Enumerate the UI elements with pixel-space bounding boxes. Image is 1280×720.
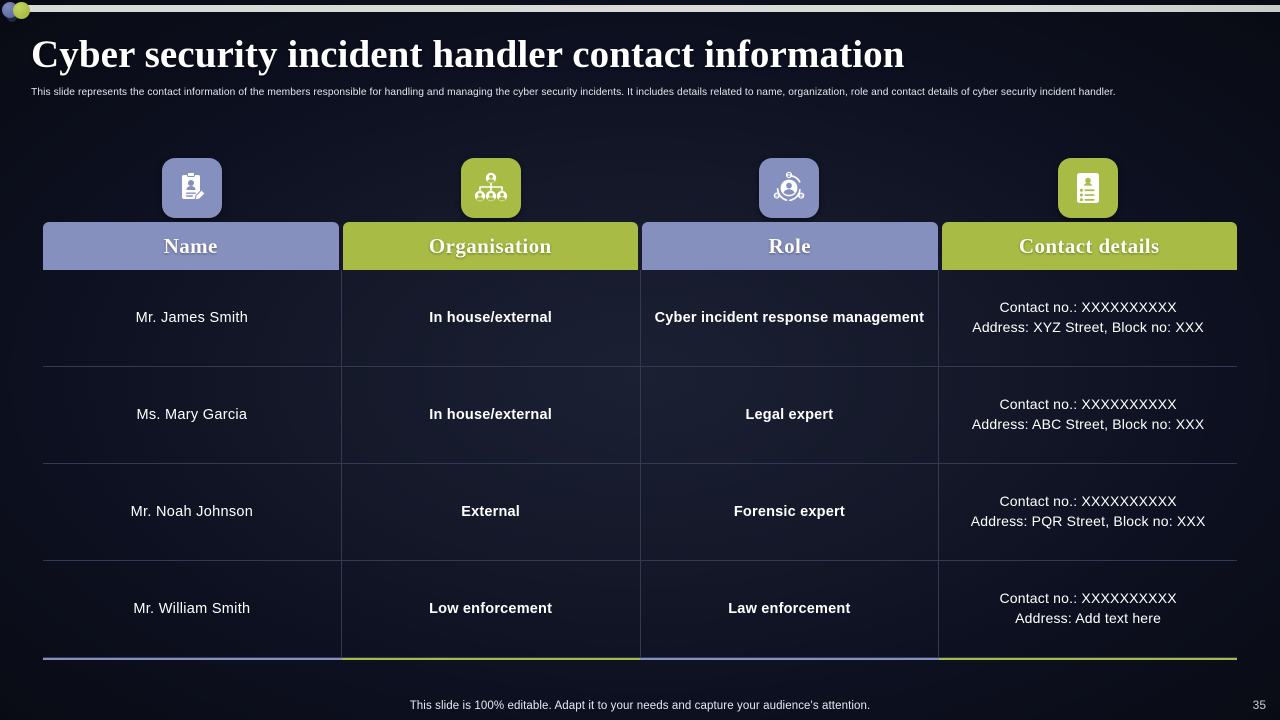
- icon-cell-name: [43, 158, 342, 218]
- contact-address: Address: Add text here: [1015, 610, 1162, 626]
- contact-list-icon: [1057, 158, 1118, 218]
- cell-contact-details: Contact no.: XXXXXXXXXX Address: XYZ Str…: [939, 270, 1237, 366]
- table-header-row: Name Organisation Role Contact details: [43, 222, 1237, 270]
- page-subtitle: This slide represents the contact inform…: [31, 87, 1116, 98]
- contact-number: Contact no.: XXXXXXXXXX: [999, 396, 1177, 413]
- contact-number: Contact no.: XXXXXXXXXX: [999, 493, 1177, 510]
- contact-address: Address: ABC Street, Block no: XXX: [971, 416, 1205, 432]
- table-row: Mr. William Smith Low enforcement Law en…: [43, 561, 1237, 658]
- cell-contact-details: Contact no.: XXXXXXXXXX Address: Add tex…: [939, 561, 1237, 657]
- accent-segment-role: [640, 658, 939, 660]
- table-header-role: Role: [642, 222, 938, 270]
- cell-contact-details: Contact no.: XXXXXXXXXX Address: ABC Str…: [939, 367, 1237, 463]
- table-row: Mr. James Smith In house/external Cyber …: [43, 270, 1237, 367]
- table-header-contact-details: Contact details: [941, 222, 1237, 270]
- accent-segment-name: [43, 658, 342, 660]
- icon-cell-role: [640, 158, 939, 218]
- table-header-organisation: Organisation: [342, 222, 638, 270]
- icon-row: [43, 158, 1237, 218]
- icon-cell-organisation: [342, 158, 641, 218]
- org-chart-icon: [460, 158, 521, 218]
- cell-role: Cyber incident response management: [641, 270, 940, 366]
- contact-number: Contact no.: XXXXXXXXXX: [999, 590, 1177, 607]
- decorative-circles: [0, 0, 60, 24]
- table-row: Mr. Noah Johnson External Forensic exper…: [43, 464, 1237, 561]
- table-bottom-accent: [43, 658, 1237, 660]
- cell-organisation: Low enforcement: [342, 561, 641, 657]
- cell-name: Mr. James Smith: [43, 270, 342, 366]
- cell-name: Mr. William Smith: [43, 561, 342, 657]
- contact-table: Name Organisation Role Contact details M…: [43, 222, 1237, 660]
- cell-organisation: External: [342, 464, 641, 560]
- cell-name: Mr. Noah Johnson: [43, 464, 342, 560]
- icon-cell-contact-details: [939, 158, 1238, 218]
- cell-organisation: In house/external: [342, 367, 641, 463]
- accent-segment-organisation: [341, 658, 640, 660]
- id-clipboard-icon: [162, 158, 223, 218]
- table-header-name: Name: [43, 222, 339, 270]
- contact-address: Address: PQR Street, Block no: XXX: [970, 513, 1206, 529]
- role-cycle-icon: [759, 158, 820, 218]
- table-row: Ms. Mary Garcia In house/external Legal …: [43, 367, 1237, 464]
- contact-number: Contact no.: XXXXXXXXXX: [999, 299, 1177, 316]
- cell-organisation: In house/external: [342, 270, 641, 366]
- cell-contact-details: Contact no.: XXXXXXXXXX Address: PQR Str…: [939, 464, 1237, 560]
- circle-green-icon: [13, 2, 30, 19]
- top-accent-bar: [22, 5, 1280, 12]
- cell-role: Legal expert: [641, 367, 940, 463]
- contact-address: Address: XYZ Street, Block no: XXX: [972, 319, 1204, 335]
- page-number: 35: [1252, 698, 1266, 712]
- accent-segment-contact-details: [938, 658, 1237, 660]
- footer-note: This slide is 100% editable. Adapt it to…: [409, 700, 871, 712]
- page-title: Cyber security incident handler contact …: [31, 33, 905, 76]
- cell-role: Forensic expert: [641, 464, 940, 560]
- cell-role: Law enforcement: [641, 561, 940, 657]
- cell-name: Ms. Mary Garcia: [43, 367, 342, 463]
